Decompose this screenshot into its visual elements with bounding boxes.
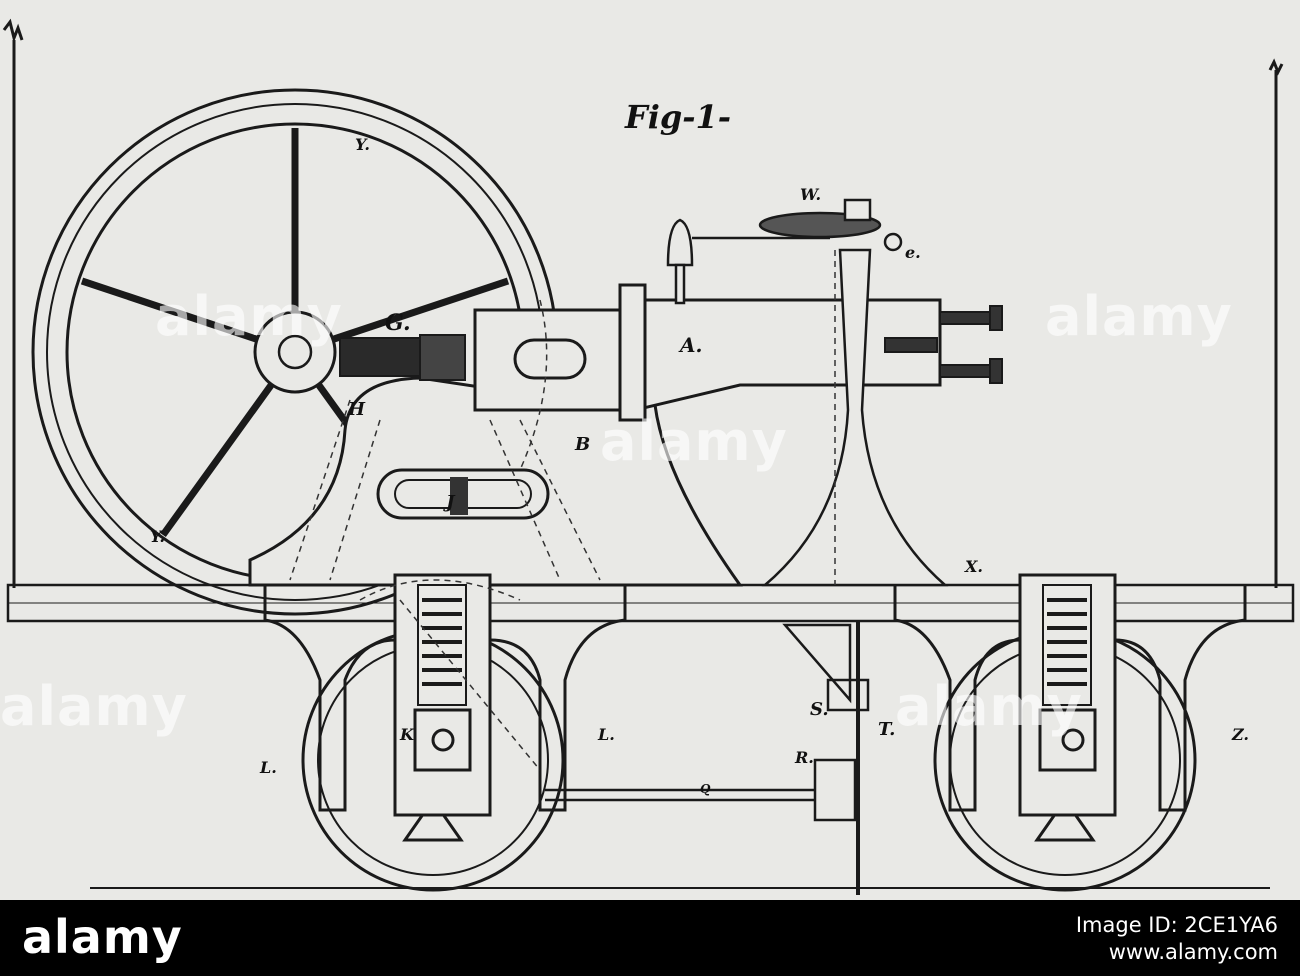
label-x: X. <box>964 557 983 576</box>
label-l-mid: L. <box>597 725 615 744</box>
watermark: alamy <box>0 675 188 738</box>
cylinder <box>475 285 940 420</box>
label-s: S. <box>810 699 829 720</box>
label-a: A. <box>678 333 702 357</box>
label-g: G. <box>385 310 411 336</box>
brake-gear <box>545 620 868 895</box>
label-y-bottom: Y. <box>150 527 165 546</box>
brand-logo: alamy <box>22 910 183 964</box>
gear <box>340 335 465 380</box>
label-k: K <box>399 725 415 744</box>
watermark: alamy <box>600 410 788 473</box>
label-l-left: L. <box>259 758 277 777</box>
label-z: Z. <box>1231 725 1249 744</box>
label-r: R. <box>794 748 814 767</box>
label-t: T. <box>878 719 895 740</box>
bottom-bar: alamy Image ID: 2CE1YA6 www.alamy.com <box>0 900 1300 976</box>
image-id-block: Image ID: 2CE1YA6 www.alamy.com <box>1076 912 1278 966</box>
label-w: W. <box>800 185 821 204</box>
watermark: alamy <box>1045 285 1233 348</box>
label-y-top: Y. <box>355 135 370 154</box>
label-b: B <box>574 434 590 455</box>
watermark: alamy <box>895 675 1083 738</box>
image-id-text: Image ID: 2CE1YA6 <box>1076 912 1278 939</box>
figure-title: Fig-1- <box>624 98 731 136</box>
label-e: e. <box>905 243 921 262</box>
label-q: Q <box>700 782 711 796</box>
watermark: alamy <box>155 285 343 348</box>
label-h: H <box>347 399 366 420</box>
site-url: www.alamy.com <box>1076 939 1278 966</box>
